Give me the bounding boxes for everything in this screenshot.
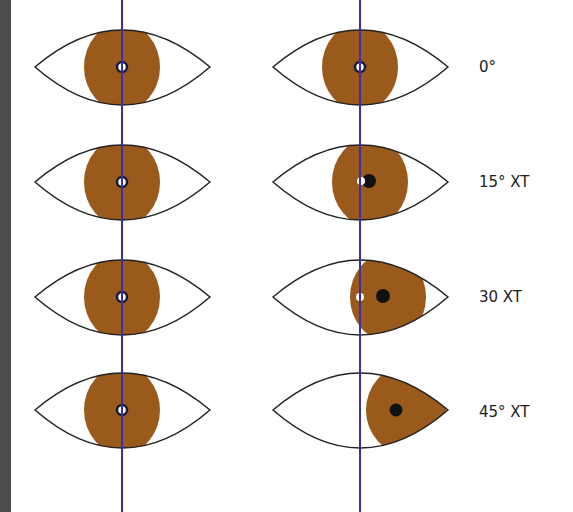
deviation-label: 0° bbox=[479, 58, 496, 76]
deviation-label: 30 XT bbox=[479, 288, 522, 306]
reference-line bbox=[359, 0, 361, 512]
reference-line bbox=[121, 0, 123, 512]
deviation-label: 15° XT bbox=[479, 173, 530, 191]
deviation-label: 45° XT bbox=[479, 403, 530, 421]
side-strip bbox=[0, 0, 11, 512]
